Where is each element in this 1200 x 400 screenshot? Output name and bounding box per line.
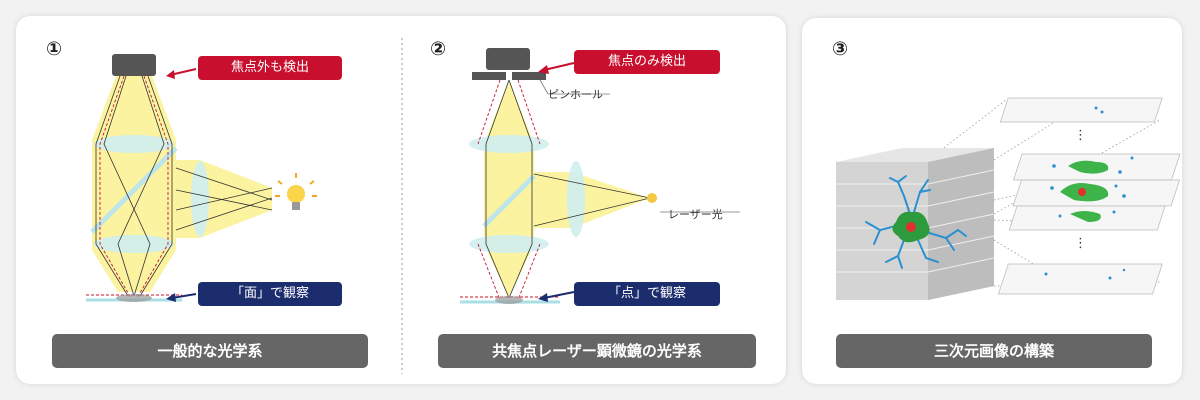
light-bulb-icon bbox=[275, 173, 317, 210]
pinhole-right bbox=[512, 72, 546, 80]
slice-bottom bbox=[997, 263, 1163, 295]
panel2-observe-label: 「点」で観察 bbox=[574, 282, 720, 306]
panel2-number: ② bbox=[430, 38, 447, 60]
slice-top bbox=[999, 97, 1163, 123]
laser-label: レーザー光 bbox=[668, 208, 723, 221]
slice-dots-upper: ⋮ bbox=[1074, 128, 1087, 143]
panel2-caption: 共焦点レーザー顕微鏡の光学系 bbox=[438, 334, 756, 368]
panel1-detect-label: 焦点外も検出 bbox=[198, 56, 342, 80]
slice-2 bbox=[1012, 153, 1181, 181]
slice-dots-lower: ⋮ bbox=[1074, 236, 1087, 251]
panel1-number: ① bbox=[46, 38, 63, 60]
detector-icon bbox=[112, 54, 156, 76]
panel1-observe-label: 「面」で観察 bbox=[198, 282, 342, 306]
panel1-caption: 一般的な光学系 bbox=[52, 334, 368, 368]
panel3-caption: 三次元画像の構築 bbox=[836, 334, 1152, 368]
detector-icon-2 bbox=[486, 48, 530, 70]
specimen-cube bbox=[836, 148, 995, 300]
slice-4 bbox=[1008, 205, 1166, 231]
pinhole-left bbox=[472, 72, 506, 80]
panel3-number: ③ bbox=[832, 38, 849, 60]
neuron-cell-icon bbox=[865, 175, 967, 269]
panel2-detect-label: 焦点のみ検出 bbox=[574, 50, 720, 74]
laser-source-icon bbox=[647, 193, 657, 203]
pinhole-label: ピンホール bbox=[548, 88, 603, 101]
slice-3 bbox=[1012, 179, 1181, 207]
